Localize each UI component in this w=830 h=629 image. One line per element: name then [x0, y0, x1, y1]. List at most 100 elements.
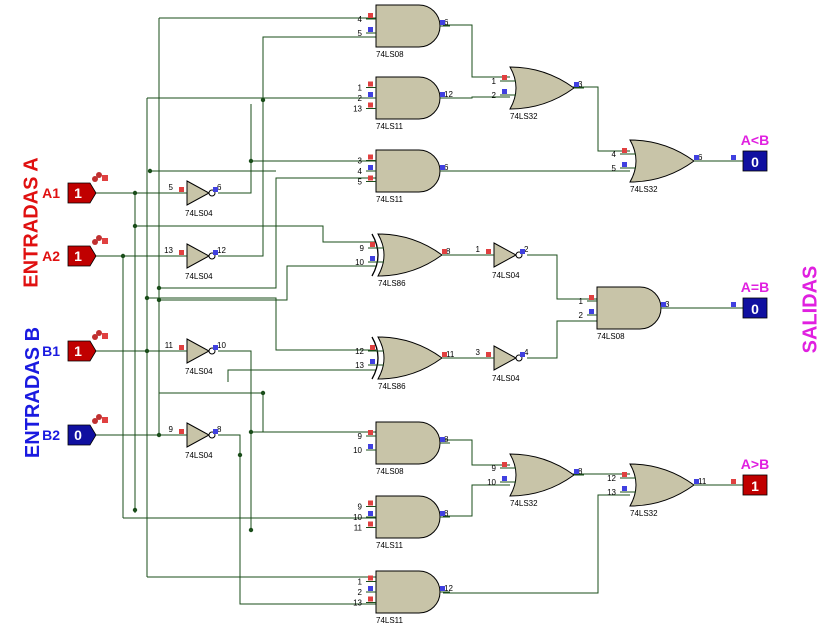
output-name: A=B	[741, 279, 769, 295]
pin-number: 4	[612, 150, 617, 159]
pin-number: 1	[476, 245, 481, 254]
pin-number: 3	[476, 348, 481, 357]
pin-marker	[622, 162, 627, 167]
gate-body	[375, 76, 441, 120]
toggle-icon	[92, 176, 98, 182]
pin-marker	[368, 521, 373, 527]
gate-body	[377, 233, 443, 277]
pin-marker	[731, 302, 736, 307]
wire	[527, 254, 597, 300]
wire	[218, 160, 376, 194]
pin-number: 10	[353, 513, 362, 522]
pin-marker	[440, 437, 445, 442]
pin-number: 1	[358, 578, 363, 587]
pin-marker	[368, 102, 373, 108]
pin-marker	[213, 250, 218, 255]
gate-body	[186, 422, 211, 448]
input-terminal	[67, 245, 97, 267]
pin-marker	[589, 309, 594, 314]
pin-number: 2	[579, 311, 584, 320]
xor-curve	[371, 233, 379, 277]
pin-marker	[442, 352, 447, 357]
wire	[443, 439, 510, 466]
gate-body	[629, 139, 695, 183]
pin-marker	[486, 249, 491, 254]
gate-type-label: 74LS04	[185, 272, 213, 281]
input-value: 0	[74, 427, 82, 443]
output-terminal	[742, 474, 768, 496]
gate-type-label: 74LS11	[376, 122, 404, 131]
pin-marker	[370, 345, 375, 350]
junction-dot	[156, 297, 162, 303]
pin-number: 12	[444, 584, 453, 593]
pin-number: 1	[492, 77, 497, 86]
wire	[159, 265, 376, 301]
gate-body	[509, 453, 575, 497]
pin-number: 2	[358, 94, 363, 103]
gate-type-label: 74LS04	[185, 367, 213, 376]
wire	[443, 494, 630, 594]
pin-marker	[368, 13, 373, 18]
pin-number: 10	[487, 478, 496, 487]
pin-marker	[368, 175, 373, 181]
pin-marker	[102, 333, 108, 339]
gate-type-label: 74LS32	[510, 112, 538, 121]
input-value: 1	[74, 185, 82, 201]
gate-type-label: 74LS86	[378, 279, 406, 288]
pin-number: 13	[607, 488, 616, 497]
pin-number: 3	[358, 157, 363, 166]
pin-number: 5	[358, 29, 363, 38]
pin-number: 12	[355, 347, 364, 356]
gate-body	[493, 242, 518, 268]
wire	[159, 392, 264, 432]
pin-number: 3	[665, 300, 670, 309]
pin-marker	[622, 148, 627, 153]
pin-number: 5	[612, 164, 617, 173]
input-name: B1	[42, 343, 60, 359]
pin-number: 9	[358, 432, 363, 441]
pin-number: 1	[358, 84, 363, 93]
pin-marker	[694, 155, 699, 160]
junction-dot	[248, 527, 254, 533]
pin-marker	[370, 359, 375, 364]
gate-body	[596, 286, 662, 330]
pin-marker	[102, 417, 108, 423]
pin-marker	[179, 250, 184, 255]
junction-dot	[147, 168, 153, 174]
pin-marker	[179, 429, 184, 434]
input-terminal	[67, 340, 97, 362]
pin-number: 10	[217, 341, 226, 350]
pin-number: 5	[358, 178, 363, 187]
toggle-icon	[92, 239, 98, 245]
pin-marker	[368, 165, 373, 170]
input-value: 1	[74, 248, 82, 264]
gate-type-label: 74LS32	[630, 509, 658, 518]
gate-type-label: 74LS04	[492, 271, 520, 280]
wire	[218, 36, 376, 257]
pin-marker	[213, 429, 218, 434]
gate-type-label: 74LS08	[376, 50, 404, 59]
junction-dot	[156, 432, 162, 438]
pin-number: 9	[358, 503, 363, 512]
pin-number: 1	[579, 297, 584, 306]
pin-number: 4	[524, 348, 529, 357]
toggle-icon	[96, 172, 102, 178]
gate-type-label: 74LS04	[185, 209, 213, 218]
toggle-icon	[92, 418, 98, 424]
pin-number: 9	[492, 464, 497, 473]
pin-number: 4	[358, 167, 363, 176]
pin-number: 13	[353, 105, 362, 114]
gate-body	[629, 463, 695, 507]
junction-dot	[132, 190, 138, 196]
pin-number: 4	[358, 15, 363, 24]
wire	[567, 86, 630, 152]
gate-type-label: 74LS11	[376, 616, 404, 625]
wire	[227, 369, 376, 382]
pin-number: 12	[217, 246, 226, 255]
